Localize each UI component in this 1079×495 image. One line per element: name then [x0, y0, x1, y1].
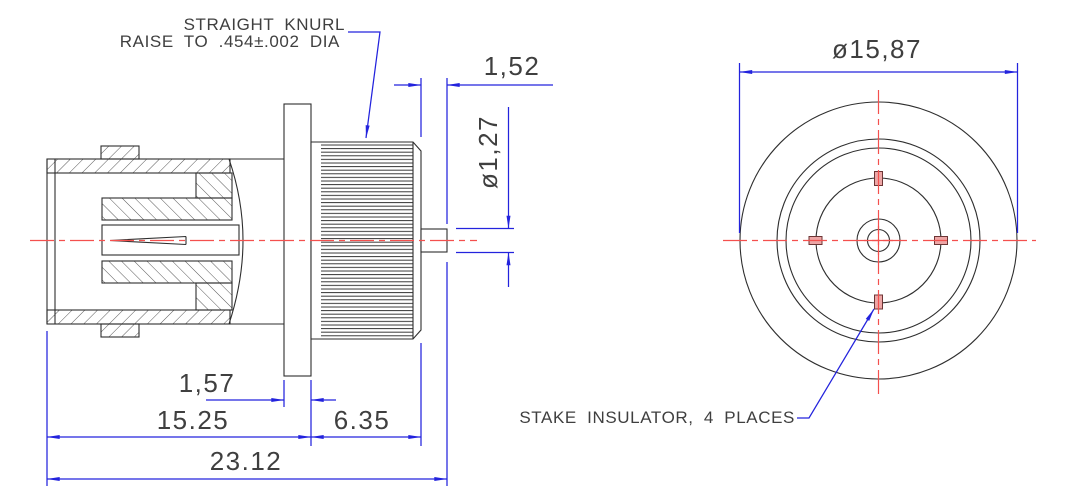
shell-bottom-wall [46, 309, 231, 325]
dim-pin-diameter: ø1,27 [456, 107, 514, 287]
dim-barrel-length-label: 6.35 [334, 405, 391, 435]
insulator-step-top [195, 172, 233, 199]
socket-slot [109, 235, 187, 246]
dim-overall-length-label: 23.12 [210, 446, 283, 476]
centerlines [30, 90, 1036, 397]
dim-barrel-length: 6.35 [310, 343, 422, 446]
dim-pin-diameter-label: ø1,27 [473, 115, 503, 189]
shell-top-wall [46, 158, 231, 174]
dim-flange-thickness-label: 1,57 [179, 368, 236, 398]
dim-flange-diameter: ø15,87 [738, 34, 1019, 233]
knurl-leader-line [348, 31, 381, 139]
dim-pin-protrusion: 1,52 [394, 51, 553, 224]
dim-body-length: 15.25 [46, 331, 312, 486]
dim-flange-diameter-label: ø15,87 [832, 34, 922, 64]
insulator-bottom-block [101, 260, 233, 284]
dim-overall-length: 23.12 [46, 262, 448, 486]
dim-pin-protrusion-label: 1,52 [484, 51, 541, 81]
stake-note-label: STAKE INSULATOR, 4 PLACES [519, 408, 795, 427]
knurl-note-line2: RAISE TO .454±.002 DIA [120, 32, 340, 51]
insulator-step-bottom [195, 282, 233, 311]
bayonet-lug-top [100, 145, 140, 160]
bayonet-lug-bottom [100, 323, 140, 338]
stake-leader-line [797, 308, 875, 419]
knurl-note-line1: STRAIGHT KNURL [184, 15, 345, 34]
dim-body-length-label: 15.25 [157, 405, 230, 435]
knurl-note: STRAIGHT KNURL RAISE TO .454±.002 DIA [120, 15, 381, 139]
stake-note: STAKE INSULATOR, 4 PLACES [519, 308, 875, 427]
dim-flange-thickness: 1,57 [179, 368, 336, 446]
insulator-top-block [101, 197, 233, 221]
